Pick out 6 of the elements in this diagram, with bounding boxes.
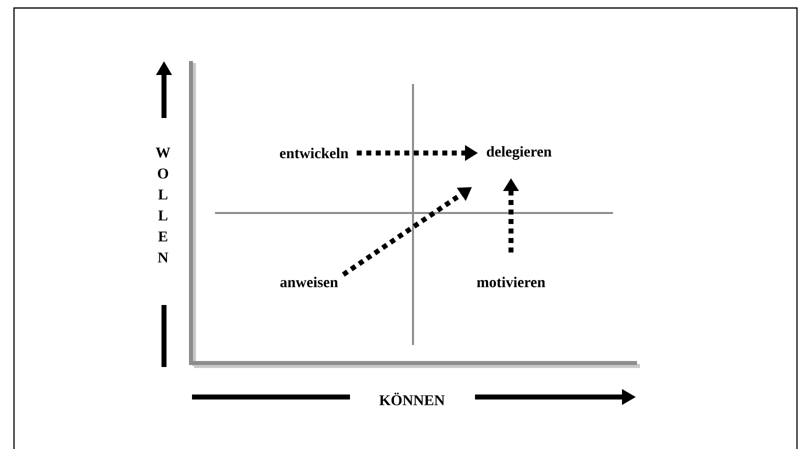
- quadrant-label: motivieren: [476, 276, 546, 288]
- quadrant-label: entwickeln: [280, 148, 348, 158]
- axis-label: WOLLEN: [156, 148, 170, 262]
- quadrant-label: delegieren: [486, 146, 552, 160]
- quadrant-label: anweisen: [280, 276, 338, 288]
- axis-label: KÖNNEN: [379, 392, 445, 406]
